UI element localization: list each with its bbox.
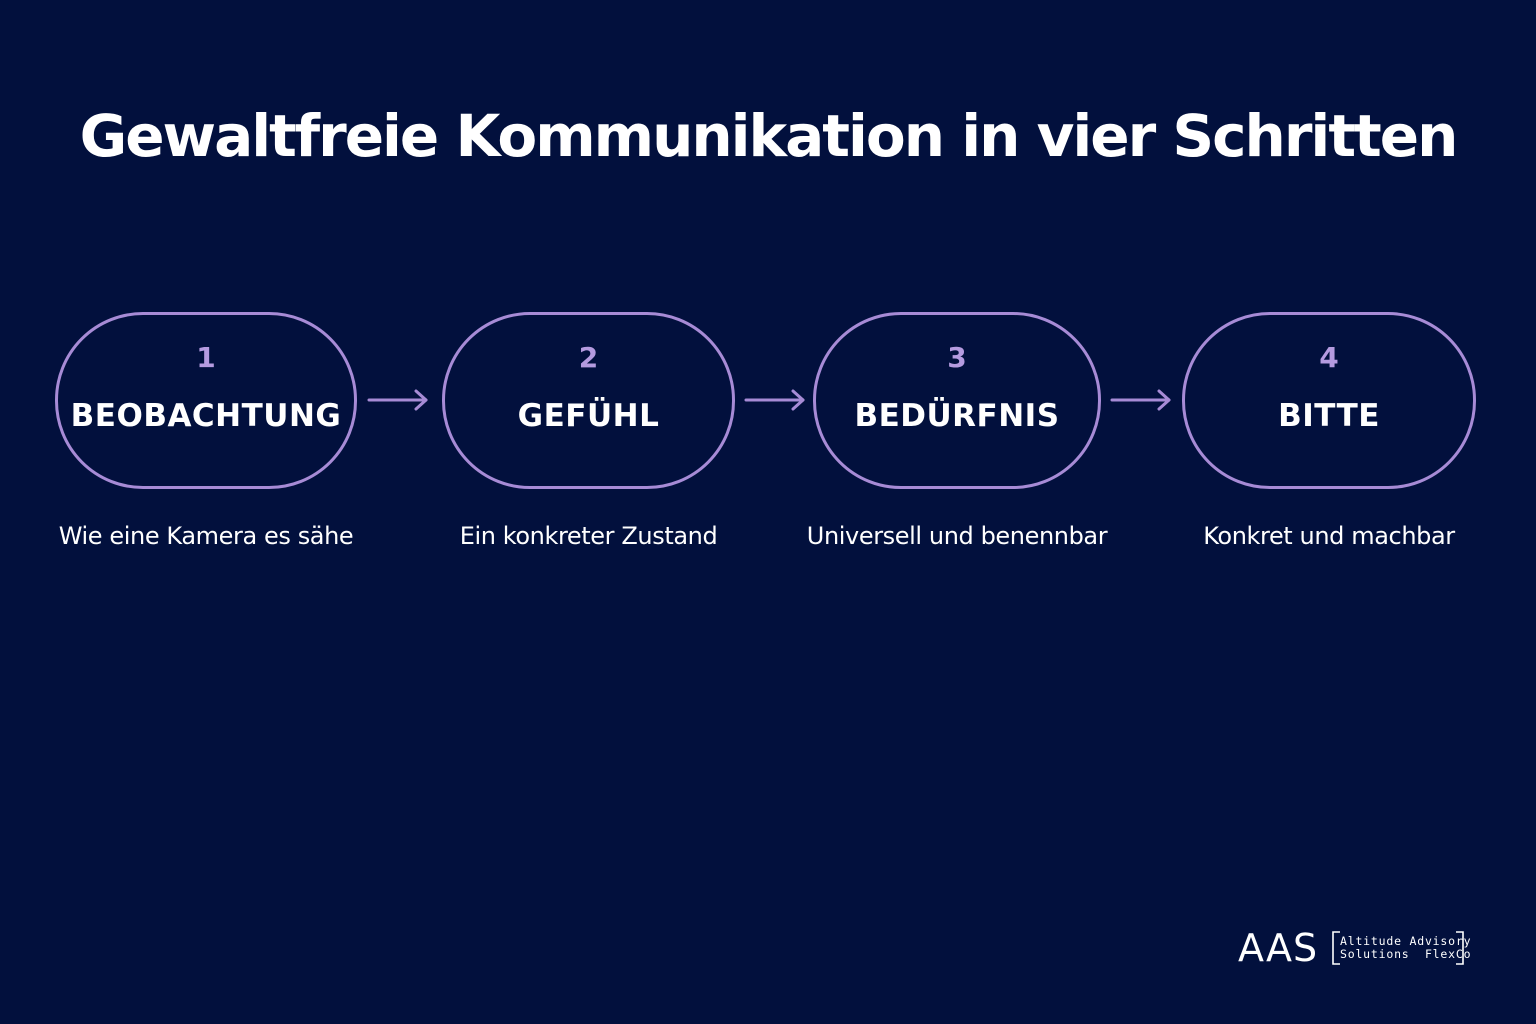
step-box-observation: 1 BEOBACHTUNG xyxy=(55,312,357,489)
step-box-feeling: 2 GEFÜHL xyxy=(442,312,735,489)
step-label: BEDÜRFNIS xyxy=(854,398,1060,434)
step-number: 3 xyxy=(947,341,967,374)
step-box-request: 4 BITTE xyxy=(1182,312,1476,489)
arrow-right-icon xyxy=(367,389,428,411)
arrow-right-icon xyxy=(1110,389,1171,411)
step-number: 1 xyxy=(196,341,216,374)
step-description: Universell und benennbar xyxy=(806,522,1108,550)
step-label: GEFÜHL xyxy=(517,398,660,434)
step-number: 2 xyxy=(578,341,599,374)
step-label: BITTE xyxy=(1278,398,1380,434)
company-logo: AAS Altitude Advisory Solutions FlexCo xyxy=(1238,926,1472,970)
logo-mark: AAS xyxy=(1238,926,1319,970)
diagram-title: Gewaltfreie Kommunikation in vier Schrit… xyxy=(79,102,1459,170)
arrow-right-icon xyxy=(744,389,805,411)
step-description: Konkret und machbar xyxy=(1203,522,1455,550)
logo-bracket-frame xyxy=(1332,931,1464,965)
step-number: 4 xyxy=(1319,341,1339,374)
step-description: Ein konkreter Zustand xyxy=(459,522,718,550)
logo-text-line-2: Solutions FlexCo xyxy=(1340,947,1472,961)
logo-text-line-1: Altitude Advisory xyxy=(1340,934,1472,948)
step-label: BEOBACHTUNG xyxy=(70,398,342,434)
step-box-need: 3 BEDÜRFNIS xyxy=(813,312,1101,489)
step-description: Wie eine Kamera es sähe xyxy=(58,522,354,550)
